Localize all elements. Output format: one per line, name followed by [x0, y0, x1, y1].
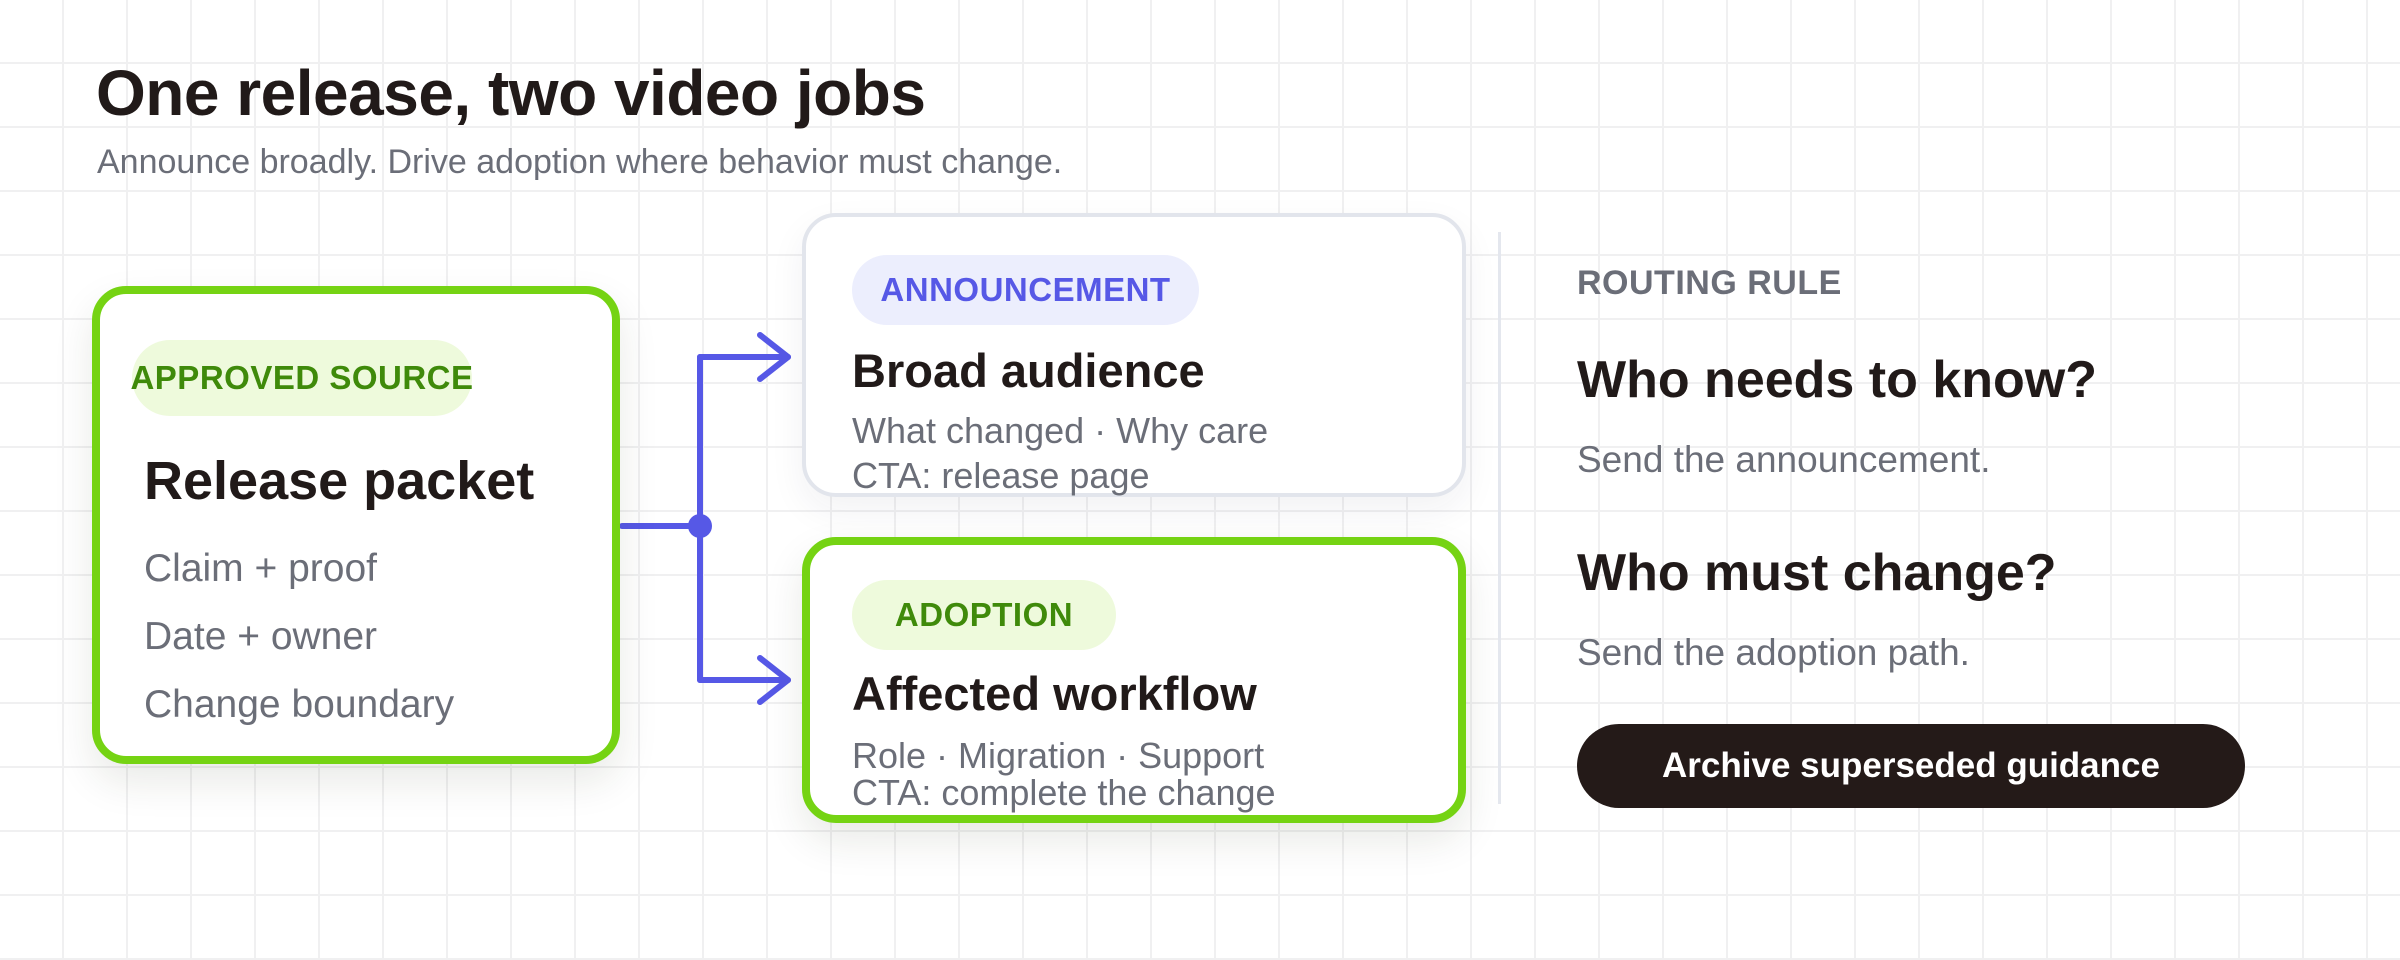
source-item-date: Date + owner — [144, 615, 378, 658]
rule-answer-know: Send the announcement. — [1577, 439, 1991, 480]
announcement-title: Broad audience — [852, 344, 1205, 397]
connector-junction-dot — [688, 514, 712, 538]
page-subtitle: Announce broadly. Drive adoption where b… — [97, 143, 1063, 181]
adoption-badge: ADOPTION — [852, 580, 1116, 650]
announcement-badge: ANNOUNCEMENT — [852, 255, 1199, 325]
source-item-claim: Claim + proof — [144, 547, 378, 590]
arrow-right-icon — [757, 655, 791, 705]
routing-rule-label: ROUTING RULE — [1577, 264, 1842, 302]
source-item-boundary: Change boundary — [144, 683, 455, 726]
announcement-cta: CTA: release page — [852, 455, 1150, 496]
adoption-title: Affected workflow — [852, 667, 1257, 720]
archive-superseded-guidance-button[interactable]: Archive superseded guidance — [1577, 724, 2245, 808]
rule-question-change: Who must change? — [1577, 544, 2057, 602]
arrow-right-icon — [757, 332, 791, 382]
adoption-cta: CTA: complete the change — [852, 772, 1276, 813]
adoption-card — [802, 537, 1466, 823]
page-title: One release, two video jobs — [96, 57, 926, 129]
adoption-detail: Role · Migration · Support — [852, 735, 1265, 776]
rule-question-know: Who needs to know? — [1577, 351, 2097, 409]
release-packet-title: Release packet — [144, 451, 535, 511]
rule-answer-change: Send the adoption path. — [1577, 632, 1970, 673]
approved-source-badge: APPROVED SOURCE — [130, 340, 473, 416]
announcement-detail: What changed · Why care — [852, 410, 1269, 451]
column-divider — [1498, 232, 1501, 804]
